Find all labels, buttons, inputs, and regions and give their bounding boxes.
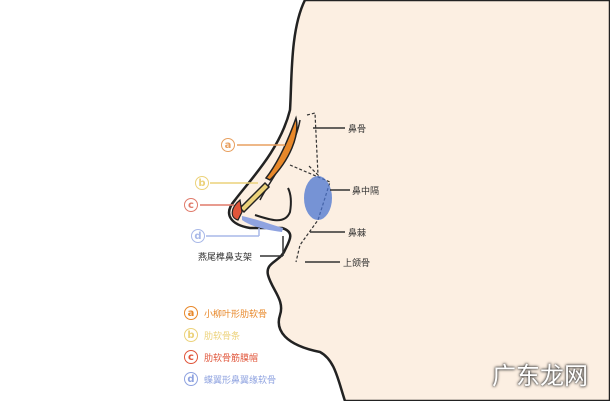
marker-d: d [191, 229, 205, 243]
label-nasal-spine: 鼻棘 [348, 229, 367, 239]
label-nasal-bone: 鼻骨 [348, 125, 367, 135]
face-profile [228, 0, 610, 401]
marker-a: a [221, 138, 235, 152]
marker-b: b [195, 176, 209, 190]
cartilage-c [231, 198, 243, 221]
watermark: 广东龙网 [492, 362, 588, 390]
marker-c: c [184, 198, 198, 212]
septum-region [304, 176, 332, 220]
cartilage-a [264, 115, 298, 181]
label-maxilla: 上颌骨 [343, 259, 371, 269]
nasal-bone-dashed [306, 112, 319, 177]
label-septum: 鼻中隔 [352, 187, 380, 197]
cartilage-d [242, 216, 283, 232]
cartilage-b [238, 181, 271, 214]
label-support: 燕尾榫鼻支架 [198, 253, 253, 263]
nostril [254, 187, 292, 222]
leader-lines [200, 127, 350, 263]
